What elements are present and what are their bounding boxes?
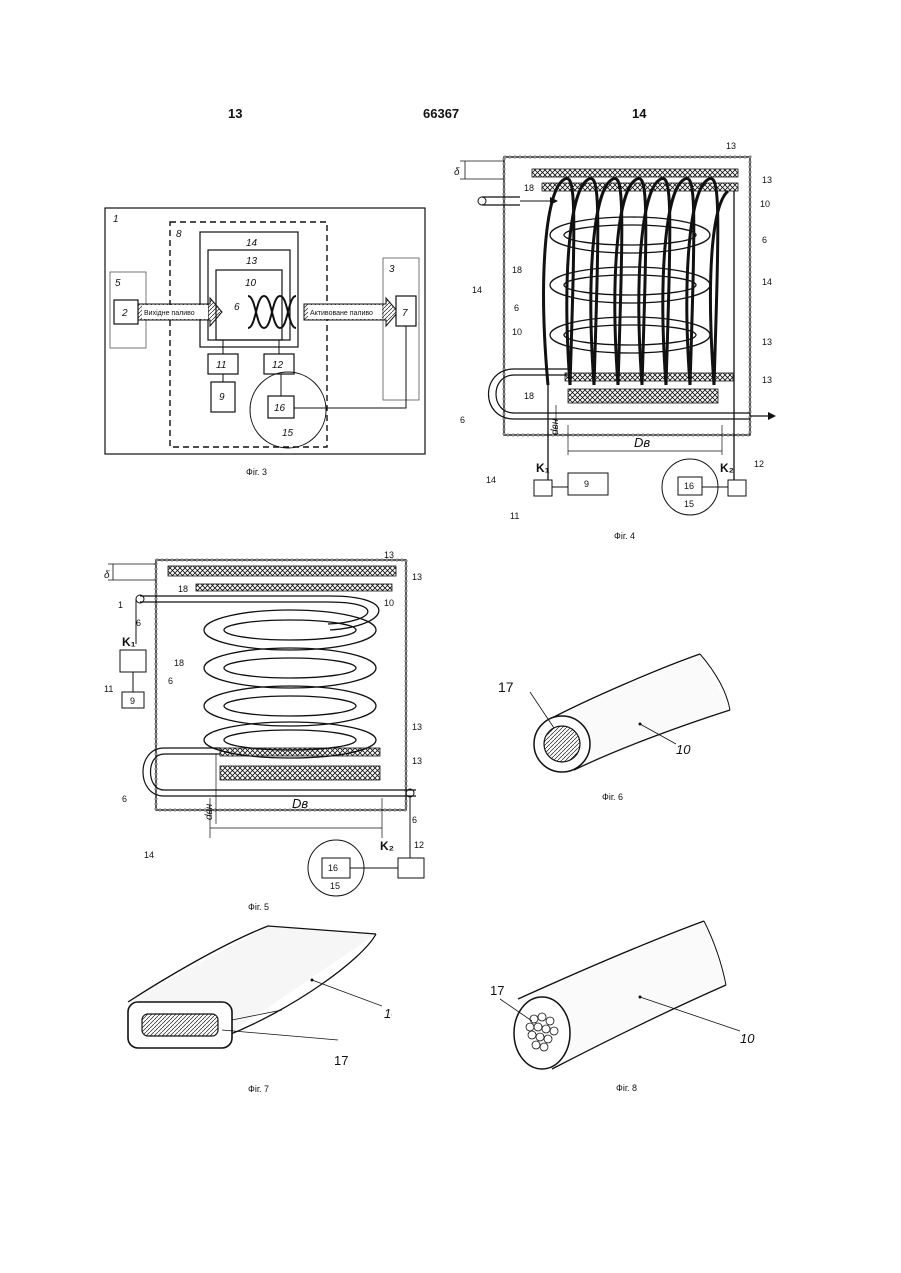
- svg-text:K₁: K₁: [536, 461, 550, 475]
- svg-text:16: 16: [684, 481, 694, 491]
- svg-text:5: 5: [115, 278, 121, 289]
- page-number-left: 13: [228, 106, 242, 121]
- svg-text:11: 11: [104, 684, 113, 694]
- svg-text:6: 6: [514, 303, 519, 313]
- svg-text:9: 9: [584, 479, 589, 489]
- svg-text:6: 6: [412, 815, 417, 825]
- svg-text:10: 10: [676, 742, 691, 757]
- svg-text:Dв: Dв: [634, 435, 650, 450]
- svg-text:18: 18: [512, 265, 522, 275]
- svg-text:13: 13: [762, 375, 772, 385]
- figure-5: δ 13 18 13 10 1 6 K₁ 18 11 9 6 13 13 6 d…: [100, 548, 430, 920]
- svg-text:11: 11: [510, 511, 519, 521]
- svg-text:9: 9: [219, 392, 225, 403]
- svg-text:18: 18: [524, 391, 534, 401]
- svg-text:7: 7: [402, 308, 408, 319]
- figure-7: 17 10 Фіг. 7: [122, 920, 392, 1100]
- svg-text:10: 10: [245, 278, 257, 289]
- svg-text:10: 10: [384, 1006, 392, 1021]
- svg-text:3: 3: [389, 264, 395, 275]
- svg-text:δ: δ: [454, 167, 460, 178]
- svg-text:14: 14: [486, 475, 496, 485]
- svg-text:18: 18: [174, 658, 184, 668]
- svg-text:10: 10: [384, 598, 394, 608]
- svg-text:18: 18: [524, 183, 534, 193]
- svg-text:17: 17: [334, 1053, 348, 1068]
- svg-text:δ: δ: [104, 570, 110, 581]
- svg-text:Dв: Dв: [292, 796, 308, 811]
- svg-text:6: 6: [136, 618, 141, 628]
- figure-8: 17 10 Фіг. 8: [490, 915, 760, 1099]
- svg-text:14: 14: [246, 238, 258, 249]
- figure-3: 1 8 14 13 10 5 3 2 Вихідне паливо 6 Акти…: [100, 200, 430, 485]
- svg-text:13: 13: [412, 572, 422, 582]
- svg-text:6: 6: [168, 676, 173, 686]
- svg-text:8: 8: [176, 229, 182, 240]
- svg-text:15: 15: [684, 499, 694, 509]
- svg-text:17: 17: [498, 679, 514, 695]
- fig6-caption: Фіг. 6: [602, 792, 623, 802]
- figure-4: δ 13 18 13 10 6 14 18 14 6 10 13 13 18 6…: [450, 135, 790, 545]
- svg-text:12: 12: [272, 360, 284, 371]
- svg-text:14: 14: [762, 277, 772, 287]
- fig5-caption: Фіг. 5: [248, 902, 269, 912]
- svg-text:K₂: K₂: [720, 461, 734, 475]
- svg-text:6: 6: [234, 302, 240, 313]
- svg-text:1: 1: [118, 600, 123, 610]
- svg-text:15: 15: [330, 881, 340, 891]
- svg-text:10: 10: [740, 1031, 755, 1046]
- svg-text:14: 14: [144, 850, 154, 860]
- svg-text:13: 13: [412, 756, 422, 766]
- svg-text:2: 2: [121, 308, 128, 319]
- fig3-caption: Фіг. 3: [246, 467, 267, 477]
- svg-text:12: 12: [754, 459, 764, 469]
- svg-text:dвн: dвн: [204, 803, 215, 820]
- svg-text:13: 13: [762, 175, 772, 185]
- svg-text:13: 13: [384, 550, 394, 560]
- svg-text:13: 13: [726, 141, 736, 151]
- svg-text:10: 10: [512, 327, 522, 337]
- fig7-caption: Фіг. 7: [248, 1084, 269, 1094]
- svg-text:16: 16: [274, 403, 286, 414]
- svg-text:Активоване паливо: Активоване паливо: [310, 310, 373, 317]
- svg-text:14: 14: [472, 285, 482, 295]
- fig8-caption: Фіг. 8: [616, 1083, 637, 1093]
- fig4-caption: Фіг. 4: [614, 531, 635, 541]
- svg-text:K₁: K₁: [122, 635, 136, 649]
- svg-text:dвн: dвн: [550, 418, 561, 435]
- svg-text:13: 13: [762, 337, 772, 347]
- outer-system-box: [105, 208, 425, 454]
- svg-text:9: 9: [130, 696, 135, 706]
- svg-text:1: 1: [113, 214, 119, 225]
- figure-6: 17 10 Фіг. 6: [490, 648, 760, 808]
- svg-text:18: 18: [178, 584, 188, 594]
- svg-text:17: 17: [490, 983, 504, 998]
- svg-text:6: 6: [762, 235, 767, 245]
- svg-text:6: 6: [460, 415, 465, 425]
- svg-text:10: 10: [760, 199, 770, 209]
- svg-text:13: 13: [246, 256, 258, 267]
- page-number-right: 14: [632, 106, 646, 121]
- svg-text:11: 11: [216, 360, 226, 371]
- svg-text:16: 16: [328, 863, 338, 873]
- svg-text:Вихідне паливо: Вихідне паливо: [144, 309, 195, 317]
- svg-text:13: 13: [412, 722, 422, 732]
- svg-text:12: 12: [414, 840, 424, 850]
- svg-text:6: 6: [122, 794, 127, 804]
- svg-text:15: 15: [282, 428, 294, 439]
- patent-number: 66367: [423, 106, 459, 121]
- svg-text:K₂: K₂: [380, 839, 394, 853]
